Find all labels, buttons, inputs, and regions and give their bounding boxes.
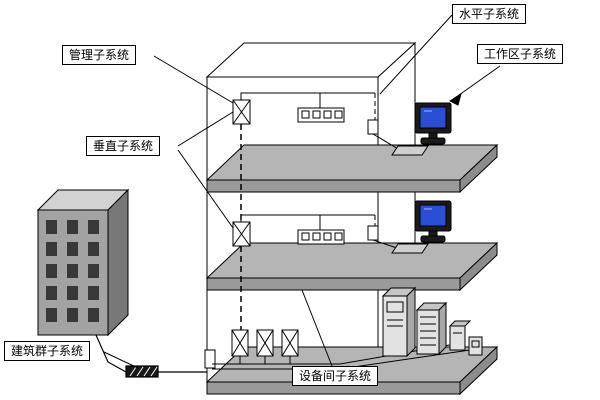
port-panel-floor2 — [297, 229, 345, 245]
horizontal-cable-floor3 — [240, 92, 375, 100]
slab-top-floor2 — [205, 242, 499, 279]
wall-outlet-floor3 — [367, 119, 379, 135]
equipment-cabinet-1 — [381, 286, 417, 358]
floor-slab-sides — [459, 143, 498, 396]
leader-vertical-subsystem-b — [177, 149, 234, 229]
floor3-equipment — [232, 92, 401, 151]
leader-workarea-arrowhead — [448, 92, 462, 106]
patch-box-floor3 — [232, 99, 251, 125]
slab-side-floor2 — [459, 241, 498, 292]
computer-floor3 — [391, 102, 452, 156]
leader-horizontal-subsystem — [379, 14, 453, 95]
label-vertical-subsystem: 垂直子系统 — [86, 136, 161, 156]
leader-vertical-subsystem-a — [177, 111, 234, 147]
outlet-pc-cable-floor3 — [372, 133, 401, 151]
label-campus-subsystem: 建筑群子系统 — [4, 341, 91, 361]
floor-slab-fronts — [206, 179, 461, 395]
monitor-screen — [419, 204, 447, 227]
slab-front-floor3 — [206, 179, 461, 193]
equipment-cabinet-3 — [448, 320, 472, 351]
leader-management-subsystem — [153, 55, 234, 104]
patch-box-ground-2 — [256, 329, 274, 357]
patch-box-floor2 — [232, 221, 251, 247]
label-management-subsystem: 管理子系统 — [62, 45, 137, 65]
campus-cable — [95, 334, 207, 378]
floor2-equipment — [232, 214, 401, 250]
label-horizontal-subsystem: 水平子系统 — [452, 4, 527, 24]
cable-conduit — [125, 365, 159, 378]
equipment-cabinet-2 — [415, 301, 448, 356]
slab-side-ground — [459, 345, 498, 396]
slab-top-floor3 — [205, 144, 499, 181]
monitor-base — [420, 235, 446, 243]
monitor-screen — [419, 106, 447, 129]
port-panel-floor3 — [297, 107, 345, 123]
computer-floor2 — [391, 200, 452, 254]
underground-cable-left — [95, 334, 127, 373]
monitor-base — [420, 137, 446, 145]
slab-side-floor3 — [459, 143, 498, 194]
label-equipment-room-subsystem: 设备间子系统 — [292, 366, 379, 386]
keyboard — [391, 243, 429, 254]
leader-lines — [103, 14, 501, 369]
wall-outlet-floor2 — [367, 225, 379, 241]
keyboard — [391, 145, 429, 156]
patch-box-ground-1 — [231, 329, 249, 357]
equipment-cabinet-4 — [468, 336, 483, 356]
campus-building-side — [107, 188, 129, 337]
leader-equipment-room-subsystem — [301, 289, 333, 367]
monitor-neck — [428, 230, 438, 237]
wall-box-ground — [204, 349, 216, 369]
slab-front-floor2 — [206, 277, 461, 291]
floor-slab-tops — [205, 144, 499, 383]
campus-building — [36, 188, 130, 337]
roof — [205, 42, 417, 78]
campus-building-windows — [46, 220, 99, 322]
horizontal-cable-floor2 — [240, 214, 375, 222]
equipment-room — [204, 286, 483, 370]
monitor-neck — [428, 132, 438, 139]
patch-box-ground-3 — [281, 329, 299, 357]
leader-campus-subsystem — [103, 351, 139, 369]
label-workarea-subsystem: 工作区子系统 — [477, 44, 564, 64]
